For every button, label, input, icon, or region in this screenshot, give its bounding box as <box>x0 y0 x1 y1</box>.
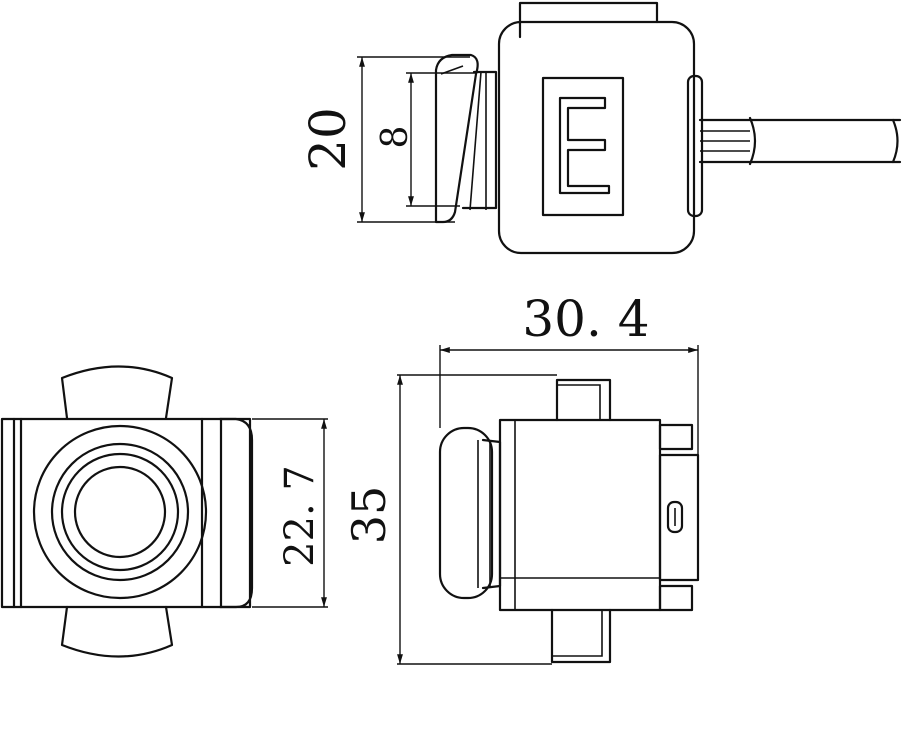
front-view: 22. 7 <box>0 365 328 658</box>
dim-label-22-7: 22. 7 <box>277 465 323 567</box>
side-view: 30. 4 35 <box>342 290 700 665</box>
dim-label-8: 8 <box>375 126 416 149</box>
top-view: 20 8 <box>299 1 902 255</box>
dim-label-20: 20 <box>299 107 357 171</box>
dim-label-30-4: 30. 4 <box>522 290 649 348</box>
dim-label-35: 35 <box>342 486 396 545</box>
